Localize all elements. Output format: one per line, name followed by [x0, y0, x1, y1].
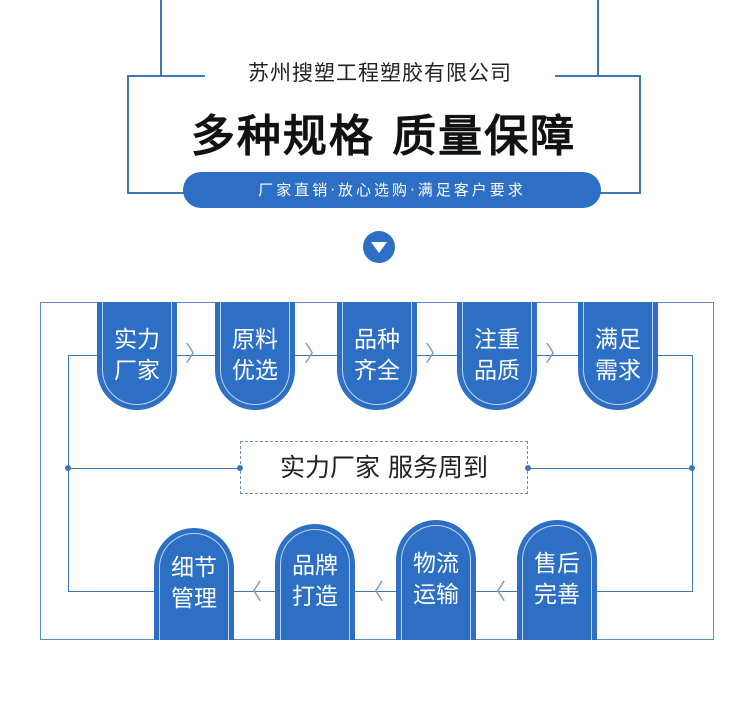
step-detail-management: 细节管理 — [154, 528, 234, 642]
chevron-right-icon: 〉 — [304, 342, 327, 367]
flow-line-left — [68, 355, 69, 592]
connector-dot — [65, 465, 71, 471]
chevron-right-icon: 〉 — [545, 342, 568, 367]
connector-dot — [237, 465, 243, 471]
center-label: 实力厂家 服务周到 — [240, 441, 528, 494]
step-brand-building: 品牌打造 — [275, 524, 355, 642]
step-variety: 品种齐全 — [337, 300, 417, 410]
step-after-sales: 售后完善 — [517, 520, 597, 642]
chevron-right-icon: 〉 — [185, 342, 208, 367]
chevron-left-icon: 〈 — [240, 580, 263, 605]
step-quality: 注重品质 — [457, 300, 537, 410]
chevron-down-icon — [363, 231, 395, 263]
chevron-right-icon: 〉 — [425, 342, 448, 367]
frame-line — [160, 0, 162, 76]
flow-line-bottom — [68, 591, 693, 592]
step-strength-factory: 实力厂家 — [97, 300, 177, 410]
company-name: 苏州搜塑工程塑胶有限公司 — [205, 58, 555, 88]
step-logistics: 物流运输 — [396, 520, 476, 642]
frame-line — [597, 0, 599, 76]
frame-line — [639, 75, 641, 194]
step-meet-demand: 满足需求 — [578, 300, 658, 410]
headline: 多种规格 质量保障 — [190, 111, 577, 162]
frame-line — [127, 75, 129, 194]
connector-dot — [525, 465, 531, 471]
flow-line-right — [692, 355, 693, 592]
chevron-left-icon: 〈 — [362, 580, 385, 605]
connector-dot — [689, 465, 695, 471]
slogan-banner: 厂家直销·放心选购·满足客户要求 — [183, 172, 601, 208]
chevron-left-icon: 〈 — [484, 580, 507, 605]
step-material-selection: 原料优选 — [215, 300, 295, 410]
